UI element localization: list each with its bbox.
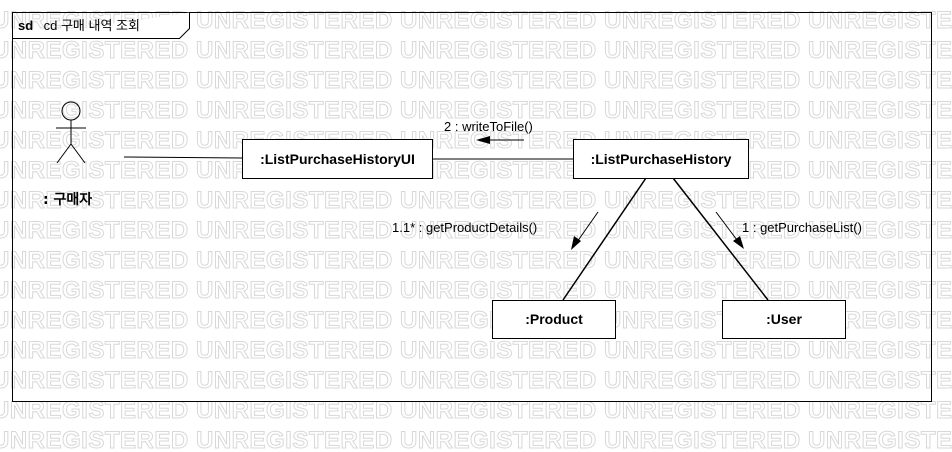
- object-list-purchase-history-ui[interactable]: :ListPurchaseHistoryUI: [242, 139, 433, 179]
- stick-figure-icon: [56, 101, 86, 164]
- watermark-text: UNREGISTERED: [0, 37, 189, 64]
- object-product-label: :Product: [525, 311, 583, 327]
- watermark-text: UNREGISTERED: [0, 307, 189, 334]
- watermark-text: UNREGISTERED: [808, 127, 952, 154]
- watermark-text: UNREGISTERED: [808, 217, 952, 244]
- watermark-text: UNREGISTERED: [196, 37, 393, 64]
- watermark-text: UNREGISTERED: [808, 97, 952, 124]
- link-actor-ui: [123, 156, 243, 159]
- watermark-text: UNREGISTERED: [604, 67, 801, 94]
- message-get-product-details[interactable]: 1.1* : getProductDetails(): [392, 211, 599, 250]
- watermark-text: UNREGISTERED: [196, 217, 393, 244]
- arrow-left-icon: [476, 136, 490, 144]
- link-controller-product: [562, 177, 647, 301]
- message-write-to-file[interactable]: 2 : writeToFile(): [444, 119, 533, 144]
- watermark-text: UNREGISTERED: [808, 337, 952, 364]
- unregistered-watermark: UNREGISTERED UNREGISTERED UNREGISTERED UNRE…: [0, 7, 952, 452]
- watermark-text: UNREGISTERED: [0, 187, 189, 214]
- message-get-purchase-list-label: 1 : getPurchaseList(): [742, 220, 862, 235]
- diagram-frame: [12, 12, 932, 402]
- message-get-purchase-list[interactable]: 1 : getPurchaseList(): [715, 211, 862, 249]
- watermark-text: UNREGISTERED: [604, 427, 801, 452]
- watermark-text: UNREGISTERED: [808, 67, 952, 94]
- watermark-text: UNREGISTERED: [0, 97, 189, 124]
- watermark-text: UNREGISTERED: [196, 187, 393, 214]
- watermark-text: UNREGISTERED: [0, 127, 189, 154]
- actor-label: : 구매자: [43, 192, 92, 208]
- watermark-text: UNREGISTERED: [808, 37, 952, 64]
- watermark-text: UNREGISTERED: [400, 427, 597, 452]
- actor-buyer[interactable]: : 구매자: [43, 101, 92, 208]
- watermark-text: UNREGISTERED: [808, 7, 952, 34]
- watermark-text: UNREGISTERED: [196, 97, 393, 124]
- link-controller-user: [672, 177, 769, 301]
- watermark-text: UNREGISTERED: [196, 307, 393, 334]
- object-list-purchase-history[interactable]: :ListPurchaseHistory: [573, 139, 749, 179]
- watermark-text: UNREGISTERED: [400, 277, 597, 304]
- watermark-text: UNREGISTERED: [604, 247, 801, 274]
- watermark-text: UNREGISTERED: [196, 277, 393, 304]
- svg-text:sd cd 구매 내역 조회: sd cd 구매 내역 조회: [18, 17, 140, 34]
- watermark-text: UNREGISTERED: [808, 187, 952, 214]
- watermark-text: UNREGISTERED: [196, 247, 393, 274]
- watermark-text: UNREGISTERED: [400, 247, 597, 274]
- watermark-text: UNREGISTERED: [400, 187, 597, 214]
- watermark-text: UNREGISTERED: [0, 367, 189, 394]
- object-ui-label: :ListPurchaseHistoryUI: [260, 151, 415, 167]
- watermark-text: UNREGISTERED: [400, 97, 597, 124]
- watermark-text: UNREGISTERED: [400, 7, 597, 34]
- watermark-text: UNREGISTERED: [808, 277, 952, 304]
- message-get-product-details-label: 1.1* : getProductDetails(): [392, 220, 537, 235]
- watermark-text: UNREGISTERED: [604, 187, 801, 214]
- watermark-text: UNREGISTERED: [808, 157, 952, 184]
- watermark-text: UNREGISTERED: [0, 427, 189, 452]
- arrow-down-left-icon: [571, 236, 581, 250]
- watermark-text: UNREGISTERED: [196, 427, 393, 452]
- watermark-text: UNREGISTERED: [0, 337, 189, 364]
- object-user-label: :User: [766, 311, 802, 327]
- watermark-text: UNREGISTERED: [808, 427, 952, 452]
- frame-tab: [12, 12, 190, 39]
- watermark-text: UNREGISTERED: [604, 277, 801, 304]
- watermark-text: UNREGISTERED: [196, 7, 393, 34]
- watermark-text: UNREGISTERED: [196, 67, 393, 94]
- watermark-text: UNREGISTERED: [604, 7, 801, 34]
- watermark-text: UNREGISTERED: [400, 367, 597, 394]
- watermark-text: UNREGISTERED: [0, 157, 189, 184]
- object-user[interactable]: :User: [722, 300, 846, 339]
- watermark-text: UNREGISTERED: [196, 367, 393, 394]
- object-controller-label: :ListPurchaseHistory: [591, 151, 732, 167]
- watermark-text: UNREGISTERED: [400, 37, 597, 64]
- watermark-text: UNREGISTERED: [604, 217, 801, 244]
- watermark-text: UNREGISTERED: [400, 337, 597, 364]
- watermark-text: UNREGISTERED: [0, 217, 189, 244]
- watermark-text: UNREGISTERED: [808, 247, 952, 274]
- message-write-to-file-label: 2 : writeToFile(): [444, 119, 533, 134]
- watermark-text: UNREGISTERED: [0, 277, 189, 304]
- watermark-text: UNREGISTERED: [604, 367, 801, 394]
- watermark-text: UNREGISTERED: [400, 67, 597, 94]
- watermark-text: UNREGISTERED: [604, 37, 801, 64]
- watermark-text: UNREGISTERED: [0, 67, 189, 94]
- frame-name: cd 구매 내역 조회: [44, 18, 140, 33]
- frame-keyword: sd: [18, 18, 33, 33]
- watermark-text: UNREGISTERED: [604, 97, 801, 124]
- watermark-text: UNREGISTERED: [604, 337, 801, 364]
- watermark-text: UNREGISTERED: [196, 337, 393, 364]
- watermark-text: UNREGISTERED: [0, 247, 189, 274]
- watermark-text: UNREGISTERED: [808, 367, 952, 394]
- arrow-down-right-icon: [733, 236, 744, 249]
- object-product[interactable]: :Product: [492, 300, 616, 339]
- watermark-text: UNREGISTERED: [400, 217, 597, 244]
